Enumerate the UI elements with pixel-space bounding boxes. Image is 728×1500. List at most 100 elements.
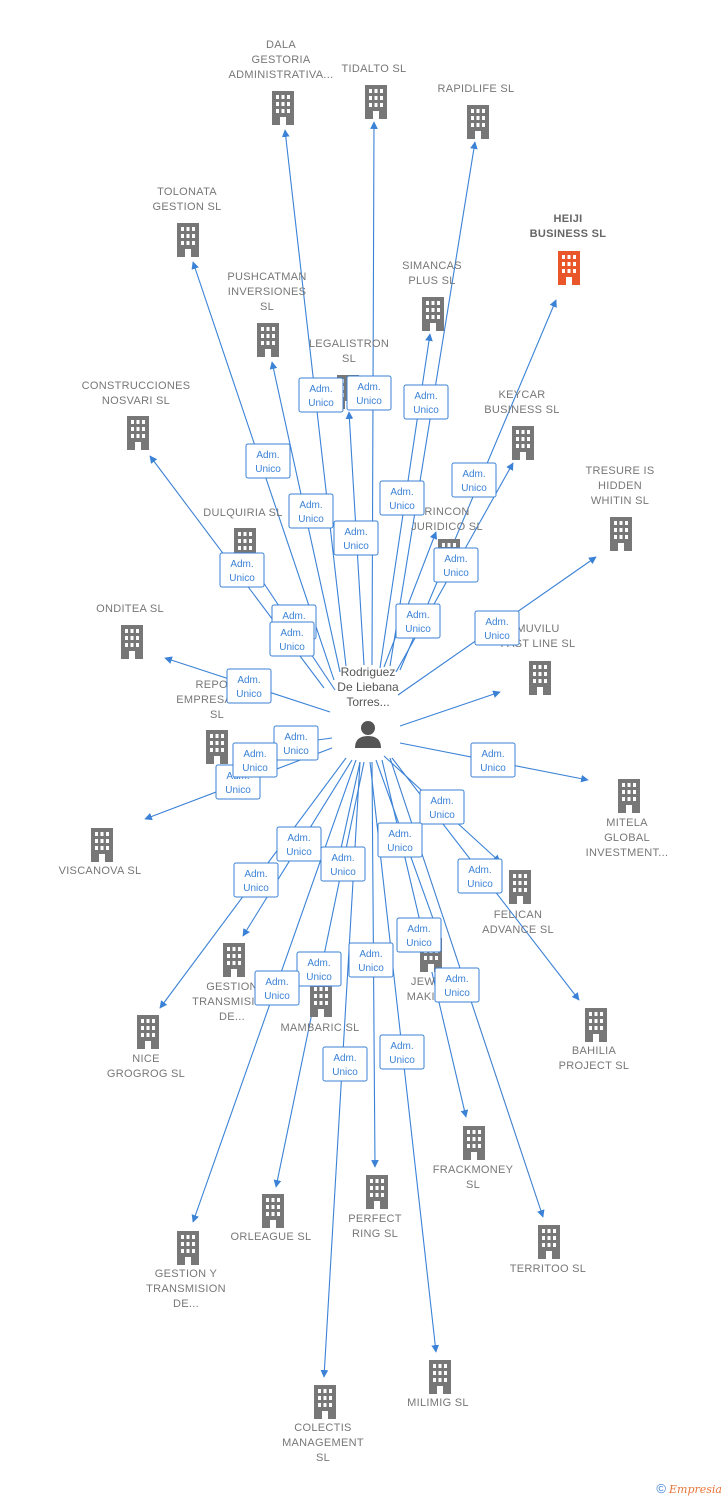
company-label: MILIMIG SL bbox=[407, 1397, 469, 1409]
badge-line2: Unico bbox=[298, 514, 324, 525]
badge-line2: Unico bbox=[343, 541, 369, 552]
company-label: DULQUIRIA SL bbox=[203, 507, 282, 519]
role-badge[interactable]: Adm.Unico bbox=[276, 826, 322, 862]
role-badge[interactable]: Adm.Unico bbox=[226, 668, 272, 704]
badge-line1: Adm. bbox=[430, 796, 453, 807]
role-badge[interactable]: Adm.Unico bbox=[348, 942, 394, 978]
edge-mambaric bbox=[335, 761, 361, 863]
brand-logo[interactable]: Empresia bbox=[669, 1483, 722, 1496]
role-badge[interactable]: Adm.Unico bbox=[474, 610, 520, 646]
role-badge[interactable]: Adm.Unico bbox=[232, 742, 278, 778]
role-badge[interactable]: Adm.Unico bbox=[457, 858, 503, 894]
building-icon bbox=[618, 779, 640, 813]
role-badge[interactable]: Adm.Unico bbox=[273, 725, 319, 761]
role-badge[interactable]: Adm.Unico bbox=[396, 917, 442, 953]
badge-line2: Unico bbox=[358, 963, 384, 974]
company-node-dulquiria[interactable]: DULQUIRIA SL bbox=[203, 507, 282, 562]
edge-muvilu bbox=[399, 690, 501, 727]
company-node-mambaric[interactable]: MAMBARIC SL bbox=[280, 983, 359, 1034]
role-badge[interactable]: Adm.Unico bbox=[346, 375, 392, 411]
role-badge[interactable]: Adm.Unico bbox=[269, 621, 315, 657]
badge-line2: Unico bbox=[413, 405, 439, 416]
role-badge[interactable]: Adm.Unico bbox=[233, 862, 279, 898]
badge-line2: Unico bbox=[243, 883, 269, 894]
role-badge[interactable]: Adm.Unico bbox=[288, 493, 334, 529]
company-label: TIDALTO SL bbox=[342, 63, 407, 75]
role-badge[interactable]: Adm.Unico bbox=[377, 822, 423, 858]
role-badge[interactable]: Adm.Unico bbox=[379, 480, 425, 516]
company-node-tidalto[interactable]: TIDALTO SL bbox=[342, 63, 407, 119]
role-badge[interactable]: Adm.Unico bbox=[219, 552, 265, 588]
badge-line1: Adm. bbox=[230, 559, 253, 570]
building-icon bbox=[366, 1175, 388, 1209]
building-icon bbox=[121, 625, 143, 659]
building-icon bbox=[91, 828, 113, 862]
role-badge[interactable]: Adm.Unico bbox=[320, 846, 366, 882]
badge-line1: Adm. bbox=[444, 554, 467, 565]
company-node-orleague[interactable]: ORLEAGUE SL bbox=[231, 1194, 312, 1243]
role-badge[interactable]: Adm.Unico bbox=[296, 951, 342, 987]
building-icon bbox=[467, 105, 489, 139]
role-badge[interactable]: Adm.Unico bbox=[254, 970, 300, 1006]
role-badge[interactable]: Adm.Unico bbox=[434, 967, 480, 1003]
company-node-rapidlife[interactable]: RAPIDLIFE SL bbox=[438, 83, 515, 139]
company-label: VISCANOVA SL bbox=[59, 865, 142, 877]
building-icon bbox=[558, 251, 580, 285]
role-badge[interactable]: Adm.Unico bbox=[333, 520, 379, 556]
role-badge[interactable]: Adm.Unico bbox=[419, 789, 465, 825]
company-node-viscanova[interactable]: VISCANOVA SL bbox=[59, 828, 142, 877]
badge-line1: Adm. bbox=[256, 450, 279, 461]
role-badge[interactable]: Adm.Unico bbox=[395, 603, 441, 639]
badge-line2: Unico bbox=[480, 763, 506, 774]
copyright-symbol: © bbox=[656, 1481, 666, 1496]
company-label: ORLEAGUE SL bbox=[231, 1231, 312, 1243]
role-badge[interactable]: Adm.Unico bbox=[470, 742, 516, 778]
role-badge[interactable]: Adm.Unico bbox=[379, 1034, 425, 1070]
badge-line1: Adm. bbox=[414, 391, 437, 402]
building-icon bbox=[262, 1194, 284, 1228]
role-badge[interactable]: Adm. Unico bbox=[403, 384, 449, 420]
role-badge[interactable]: Adm.Unico bbox=[245, 443, 291, 479]
role-badge[interactable]: Adm.Unico bbox=[322, 1046, 368, 1082]
badge-line2: Unico bbox=[264, 991, 290, 1002]
company-node-milimig[interactable]: MILIMIG SL bbox=[407, 1360, 469, 1409]
company-node-onditea[interactable]: ONDITEA SL bbox=[96, 603, 164, 659]
badge-line2: Unico bbox=[467, 879, 493, 890]
badge-line2: Unico bbox=[461, 483, 487, 494]
badge-line1: Adm. bbox=[282, 611, 305, 622]
role-badge[interactable]: Adm.Unico bbox=[433, 547, 479, 583]
company-node-territoo[interactable]: TERRITOO SL bbox=[510, 1225, 586, 1275]
role-badge[interactable]: Adm.Unico bbox=[451, 462, 497, 498]
role-badge[interactable]: Adm.Unico bbox=[298, 377, 344, 413]
